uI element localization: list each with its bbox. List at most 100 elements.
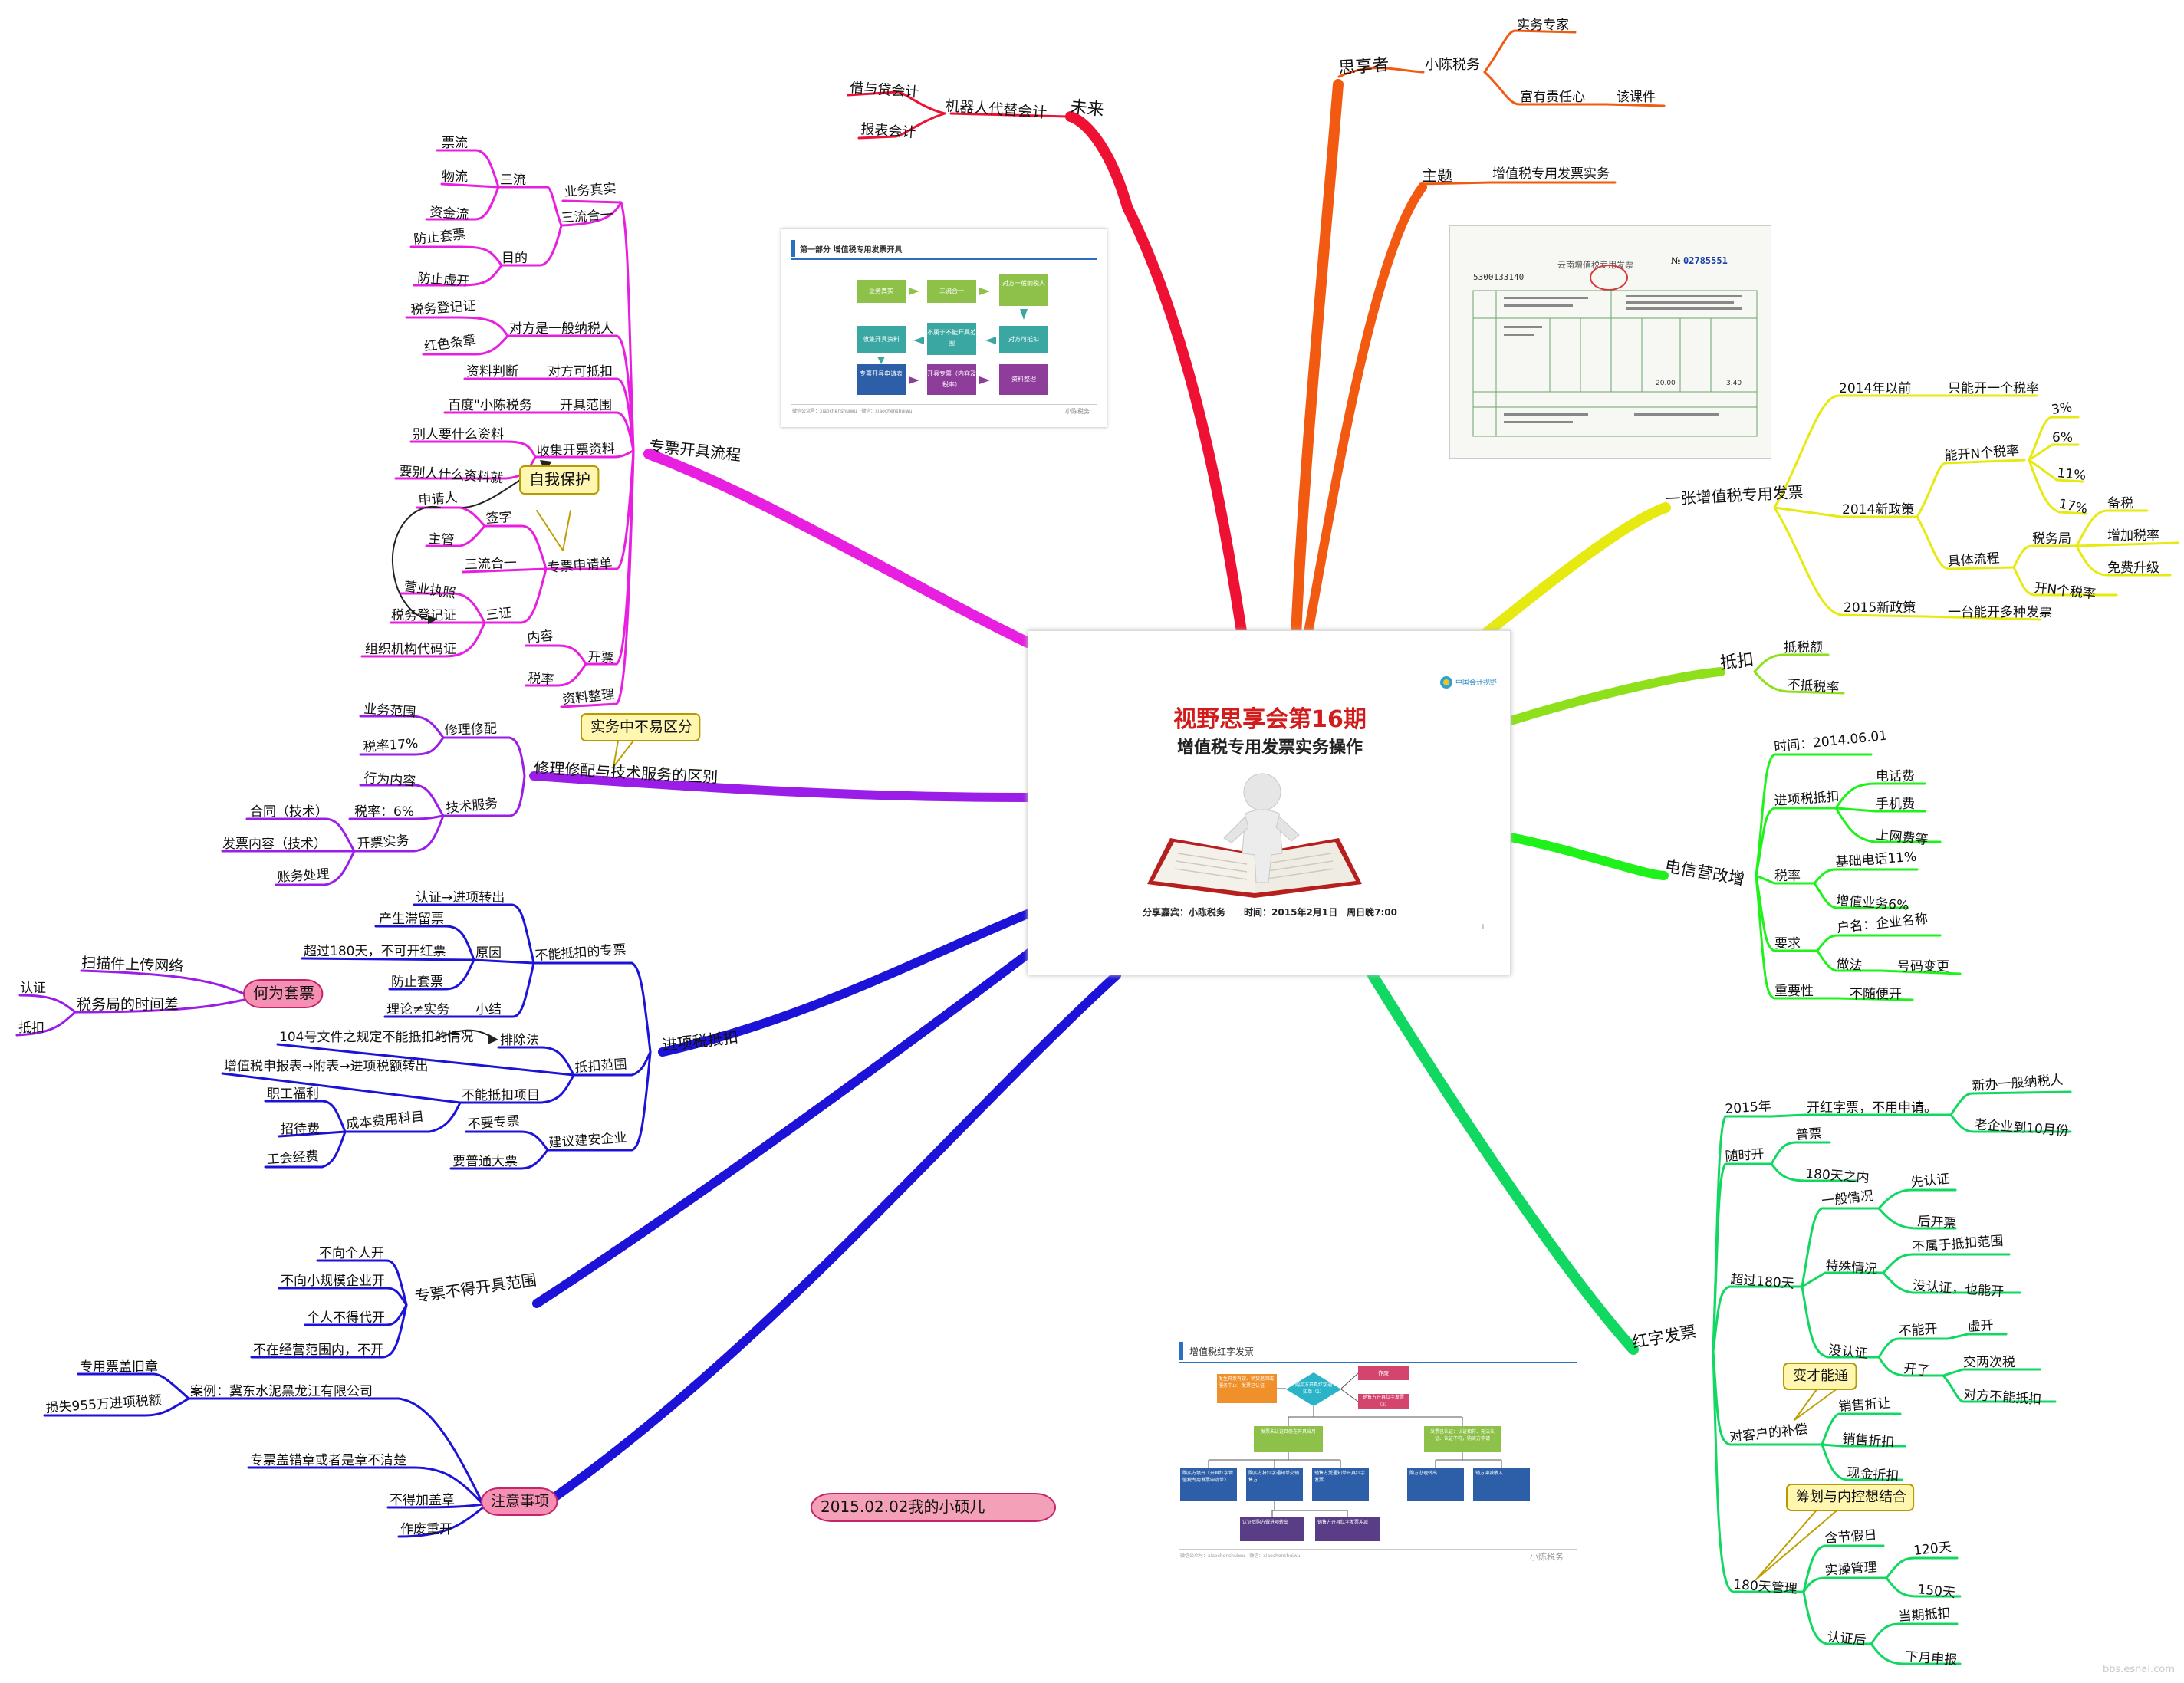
- node-label: 签字: [485, 510, 512, 527]
- branch-line: [561, 199, 635, 452]
- branch-line: [560, 201, 623, 227]
- branch-line: [1821, 1443, 1906, 1448]
- branch-line: [1802, 1576, 1888, 1593]
- invoice-amount: 20.00: [1656, 380, 1676, 387]
- branch-line: [497, 186, 563, 227]
- node-label: 2014新政策: [1842, 502, 1914, 518]
- branch-line: [1712, 1162, 1773, 1353]
- node-label: 实务中不易区分: [590, 718, 692, 735]
- node-label: 含节假日: [1824, 1527, 1877, 1547]
- node-label: 备税: [2107, 496, 2133, 511]
- node-label: 现金折扣: [1847, 1465, 1899, 1484]
- node-label: 税务登记证: [391, 608, 456, 623]
- flow-box: 销售方开具红字发票冲减: [1315, 1517, 1380, 1541]
- branch-line: [1506, 833, 1669, 880]
- node-label: 一般情况: [1821, 1188, 1874, 1209]
- node-label: 150天: [1916, 1582, 1955, 1601]
- node-label: 号码变更: [1897, 959, 1949, 975]
- node-label: 技术服务: [445, 796, 498, 817]
- branch-line: [425, 186, 500, 221]
- callout-bubbles: 自我保护实务中不易区分注意事项何为套票变才能通筹划与内控想结合2015.02.0…: [243, 465, 1915, 1522]
- node-label: 开票: [587, 649, 614, 666]
- branch-line: [483, 567, 548, 624]
- invoice-number-label: №: [1671, 255, 1681, 266]
- branch-line: [459, 1073, 575, 1104]
- branch-line: [1770, 1141, 1831, 1165]
- branch-line: [413, 903, 535, 965]
- node-label: 扫描件上传网络: [81, 955, 184, 975]
- flow-box: 购方办理转出: [1407, 1468, 1464, 1501]
- branch-line: [613, 740, 634, 768]
- node-label: 营业执照: [403, 579, 456, 601]
- branch-line: [2012, 544, 2078, 569]
- invoice-seal-icon: [1590, 265, 1628, 291]
- branch-line: [1882, 1271, 2021, 1294]
- flow-box: 购买方将红字通知单交销售方: [1246, 1468, 1303, 1501]
- branch-line: [405, 316, 509, 337]
- node-label: 理论≠实务: [386, 1002, 449, 1017]
- node-label: 时间：2014.06.01: [1773, 728, 1888, 755]
- node-label: 普票: [1795, 1126, 1822, 1143]
- branch-line: [2028, 443, 2080, 462]
- callout-bubble: [581, 713, 701, 741]
- node-label: 损失955万进项税额: [45, 1392, 162, 1416]
- branch-line: [2075, 544, 2172, 577]
- branch-line: [2012, 566, 2118, 597]
- node-label: 主题: [1422, 166, 1452, 185]
- branch-line: [1483, 29, 1577, 74]
- branch-line: [276, 1043, 575, 1077]
- node-label: 小陈税务: [1425, 57, 1480, 73]
- callout-bubble: [1783, 1363, 1857, 1390]
- slide-footer-left: 微信公众号：xiaochenshuiwu 微信：xiaochenshuiwu: [1180, 1553, 1301, 1559]
- branch-line: [449, 1149, 549, 1170]
- node-label: 专票盖错章或者是章不清楚: [250, 1453, 406, 1468]
- flow-box: 认证后购方做进项转出: [1240, 1517, 1304, 1541]
- branch-line: [1916, 515, 2015, 570]
- branch-line: [1773, 506, 2041, 621]
- node-label: 业务真实: [564, 181, 617, 200]
- node-label: 2014年以前: [1839, 381, 1911, 396]
- branch-line: [391, 505, 441, 620]
- branch-line: [18, 994, 77, 1014]
- node-label: 税务局的时间差: [77, 996, 179, 1013]
- branch-line: [1813, 868, 1919, 885]
- branch-line: [1821, 1443, 1903, 1481]
- node-label: 不得加盖章: [390, 1493, 455, 1508]
- branch-line: [275, 850, 356, 886]
- node-label: 2015新政策: [1844, 600, 1916, 616]
- branch-line: [1949, 1090, 2072, 1116]
- node-label: 超过180天: [1730, 1272, 1795, 1292]
- node-label: 180天管理: [1733, 1577, 1798, 1597]
- flow-box: 作废: [1358, 1366, 1409, 1380]
- branch-line: [301, 957, 475, 961]
- branch-line: [442, 774, 526, 817]
- branch-line: [1419, 181, 1617, 186]
- branch-line: [359, 715, 445, 739]
- node-label: 老企业到10月份: [1974, 1117, 2070, 1139]
- node-label: 对方是一般纳税人: [509, 321, 613, 337]
- node-label: 专用票盖旧章: [80, 1359, 158, 1375]
- node-label: 基础电话11%: [1835, 850, 1917, 870]
- branch-line: [245, 817, 356, 853]
- branch-line: [397, 1506, 485, 1538]
- branch-line: [422, 334, 509, 356]
- branch-line: [316, 1259, 408, 1307]
- branch-line: [1813, 882, 1909, 909]
- branch-line: [2075, 509, 2149, 547]
- branch-line: [1712, 1285, 1804, 1353]
- branch-line: [1755, 874, 1816, 885]
- branch-line: [1753, 670, 1845, 695]
- node-label: 实操管理: [1824, 1560, 1877, 1579]
- branch-line: [360, 621, 486, 658]
- node-label: 修理修配: [444, 722, 497, 738]
- branch-line: [500, 224, 563, 267]
- branch-line: [443, 411, 635, 452]
- branch-line: [1773, 506, 1919, 518]
- branch-line: [525, 644, 587, 666]
- branch-line: [264, 1100, 347, 1133]
- branch-line: [1755, 1507, 1841, 1580]
- branch-line: [436, 149, 500, 189]
- branch-line: [430, 1029, 492, 1042]
- node-label: 17%: [2057, 496, 2089, 517]
- node-label: 不属于抵扣范围: [1912, 1234, 2004, 1255]
